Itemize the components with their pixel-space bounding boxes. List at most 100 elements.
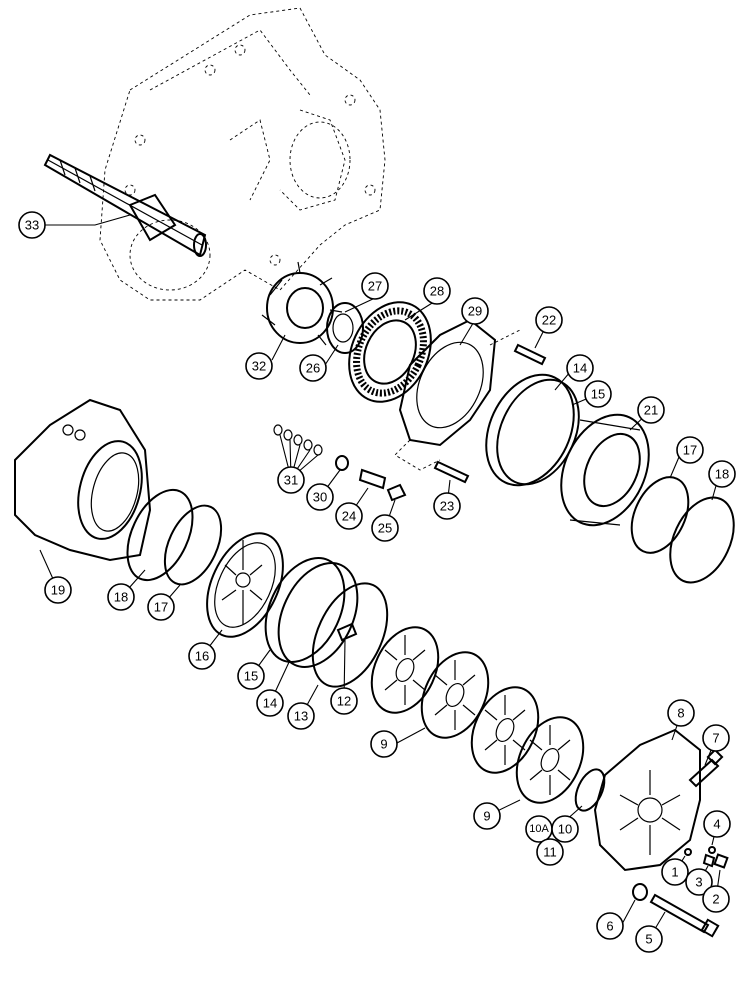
seal-ring-14-upper — [485, 373, 575, 487]
svg-text:28: 28 — [430, 284, 444, 299]
cover-8 — [593, 728, 701, 872]
spring-3 — [702, 853, 716, 868]
svg-text:26: 26 — [306, 361, 320, 376]
callout-32: 32 — [245, 352, 273, 380]
spring-12 — [336, 622, 358, 642]
washer-6 — [632, 883, 648, 901]
callout-13: 13 — [287, 702, 315, 730]
svg-text:9: 9 — [483, 809, 490, 824]
svg-text:1: 1 — [671, 865, 678, 880]
leader-lines — [39, 214, 721, 940]
callout-29: 29 — [461, 297, 489, 325]
callout-10a: 10A — [525, 815, 553, 843]
callout-11: 11 — [536, 838, 564, 866]
callout-16: 16 — [188, 642, 216, 670]
plate-29 — [394, 318, 521, 471]
callout-14-upper: 14 — [566, 354, 594, 382]
clutch-disc-9a — [370, 626, 440, 714]
callout-23: 23 — [433, 492, 461, 520]
clutch-housing-19 — [14, 398, 152, 562]
callout-30: 30 — [306, 483, 334, 511]
pin-23 — [433, 460, 470, 484]
callout-4: 4 — [703, 810, 731, 838]
callout-17-right: 17 — [676, 436, 704, 464]
svg-text:31: 31 — [284, 473, 298, 488]
callout-9-upper: 9 — [370, 730, 398, 758]
svg-text:21: 21 — [644, 403, 658, 418]
callout-15-upper: 15 — [584, 380, 612, 408]
svg-text:7: 7 — [712, 731, 719, 746]
clutch-disc-9b — [420, 651, 490, 739]
snap-ring-10 — [574, 768, 606, 812]
svg-text:15: 15 — [244, 669, 258, 684]
clutch-disc-9c — [470, 686, 540, 774]
shaft-33 — [43, 153, 207, 257]
valve-25 — [386, 483, 407, 502]
callout-28: 28 — [423, 277, 451, 305]
callout-33: 33 — [18, 211, 46, 239]
svg-text:14: 14 — [263, 696, 277, 711]
callout-10: 10 — [551, 815, 579, 843]
snap-ring-26 — [326, 302, 364, 354]
callout-8: 8 — [667, 699, 695, 727]
callout-18-right: 18 — [708, 460, 736, 488]
svg-text:17: 17 — [683, 443, 697, 458]
svg-text:25: 25 — [378, 521, 392, 536]
callout-21: 21 — [637, 396, 665, 424]
callout-26: 26 — [299, 354, 327, 382]
callout-22: 22 — [535, 306, 563, 334]
bolt-5 — [649, 893, 720, 938]
svg-text:29: 29 — [468, 304, 482, 319]
callout-27: 27 — [361, 272, 389, 300]
callout-14-lower: 14 — [256, 689, 284, 717]
svg-text:10: 10 — [558, 822, 572, 837]
bolt-7 — [688, 748, 724, 788]
svg-text:18: 18 — [114, 590, 128, 605]
seal-ring-18-right — [669, 496, 735, 584]
pin-22 — [513, 343, 547, 366]
svg-text:24: 24 — [342, 509, 356, 524]
callout-19: 19 — [44, 576, 72, 604]
svg-text:5: 5 — [645, 932, 652, 947]
callout-18-left: 18 — [107, 583, 135, 611]
plug-2 — [713, 853, 729, 869]
seal-ring-17-left — [163, 504, 223, 586]
clip-30 — [335, 455, 349, 471]
svg-text:12: 12 — [337, 694, 351, 709]
piston-21 — [560, 413, 650, 527]
svg-text:10A: 10A — [529, 823, 549, 835]
callout-3: 3 — [685, 868, 713, 896]
svg-text:8: 8 — [677, 706, 684, 721]
callout-12: 12 — [330, 687, 358, 715]
seal-ring-14-lower — [277, 562, 359, 668]
callout-9-lower: 9 — [473, 802, 501, 830]
svg-text:17: 17 — [154, 600, 168, 615]
svg-text:27: 27 — [368, 279, 382, 294]
callout-17-left: 17 — [147, 593, 175, 621]
callout-25: 25 — [371, 514, 399, 542]
seal-ring-17-right — [630, 476, 690, 554]
callout-15-lower: 15 — [237, 662, 265, 690]
piston-16 — [206, 532, 284, 638]
svg-text:11: 11 — [543, 845, 557, 860]
svg-text:2: 2 — [712, 892, 719, 907]
callout-7: 7 — [702, 724, 730, 752]
svg-text:19: 19 — [51, 583, 65, 598]
svg-text:6: 6 — [606, 919, 613, 934]
svg-text:18: 18 — [715, 467, 729, 482]
svg-text:3: 3 — [695, 875, 702, 890]
svg-text:4: 4 — [713, 817, 720, 832]
callout-24: 24 — [335, 502, 363, 530]
svg-text:9: 9 — [380, 737, 387, 752]
plate-13 — [311, 582, 389, 688]
callout-5: 5 — [635, 925, 663, 953]
clutch-disc-9d — [515, 716, 585, 804]
svg-text:15: 15 — [591, 387, 605, 402]
friction-disc-28 — [348, 301, 432, 403]
svg-text:22: 22 — [542, 313, 556, 328]
valve-1 — [684, 848, 692, 856]
callout-2: 2 — [702, 885, 730, 913]
svg-text:33: 33 — [25, 218, 39, 233]
callout-31: 31 — [277, 466, 305, 494]
